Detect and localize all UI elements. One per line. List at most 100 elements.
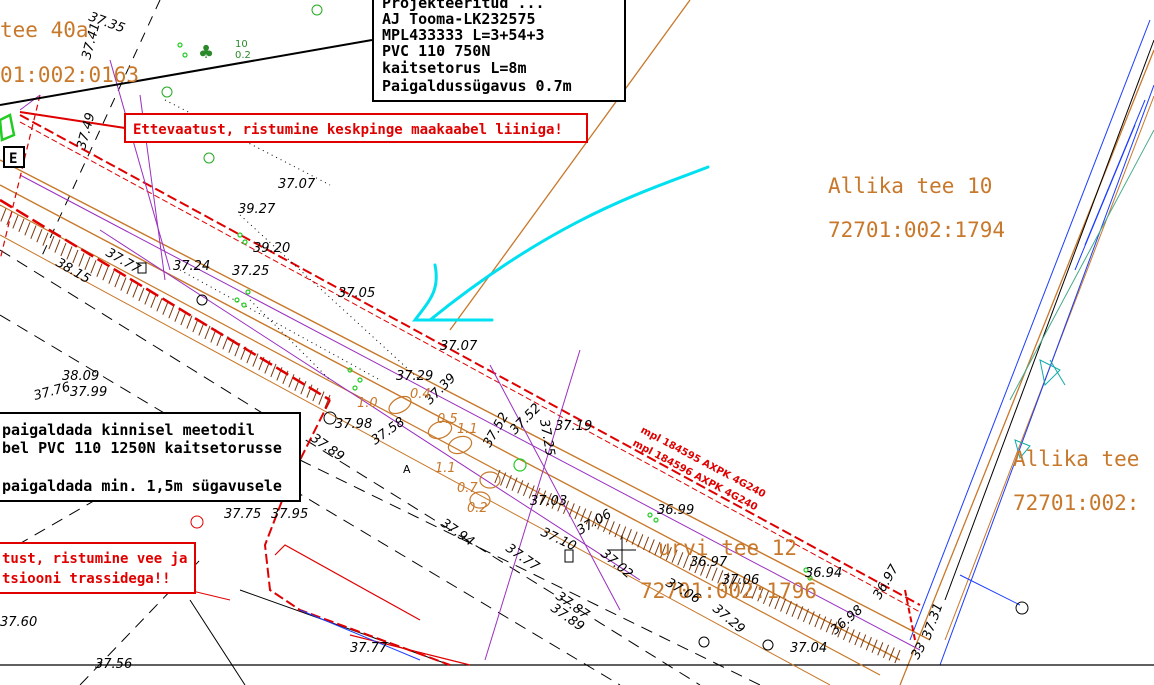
hatch-line	[138, 287, 145, 302]
elevation-label: 37.19	[555, 419, 592, 434]
hatch-line	[740, 580, 747, 594]
elevation-label: 37.75	[224, 507, 261, 522]
hatch-line	[144, 291, 151, 305]
elevation-label: 37.56	[95, 657, 132, 672]
elevation-label: 37.03	[530, 494, 567, 509]
hatch-line	[534, 487, 541, 502]
hatch-line	[517, 480, 524, 494]
callout-top-line: AJ Tooma-LK232575	[382, 10, 536, 28]
hatch-line	[677, 552, 684, 566]
marker-a: A	[403, 463, 411, 476]
hatch-line	[894, 649, 901, 664]
hatch-line	[156, 298, 163, 312]
elevation-label: 37.02	[597, 547, 635, 582]
hatch-line	[820, 616, 827, 630]
hatch-line	[625, 528, 632, 543]
hatch-line	[500, 472, 507, 486]
svg-text:E: E	[9, 151, 17, 167]
hatch-line	[694, 559, 701, 574]
hatch-line	[774, 595, 781, 610]
elevation-label: 37.60	[0, 615, 37, 630]
hatch-line	[126, 280, 133, 295]
hatch-line	[568, 503, 575, 517]
elevation-label: 37.05	[338, 286, 375, 301]
marker-e: E	[3, 146, 25, 168]
hatch-line	[114, 273, 121, 288]
hatch-line	[150, 294, 157, 309]
hatch-line	[877, 642, 884, 656]
hatch-line	[711, 567, 718, 581]
hatch-line	[551, 495, 558, 509]
callout-left: paigaldada kinnisel meetodil bel PVC 110…	[0, 412, 301, 502]
elevation-label: 37.49	[74, 111, 98, 151]
hatch-line	[204, 325, 211, 340]
hatch-line	[288, 374, 295, 388]
hatch-line	[30, 225, 37, 239]
elevation-label: 37.29	[709, 602, 747, 637]
elevation-label: 38.15	[53, 255, 93, 287]
hatch-line	[854, 631, 861, 646]
hatch-slope-left	[0, 205, 331, 409]
elevation-label: 37.89	[308, 431, 347, 465]
hatch-line	[768, 593, 775, 607]
hatch-line	[36, 228, 43, 243]
hatch-line	[102, 266, 109, 281]
parcel-id: 72701:002:1796	[640, 579, 817, 603]
callout-top: Projekteeritud ... AJ Tooma-LK232575 MPL…	[0, 0, 626, 106]
hatch-line	[660, 544, 667, 558]
elevation-label: 37.99	[70, 385, 107, 400]
hatch-line	[120, 277, 127, 291]
hatch-line	[306, 384, 313, 398]
elevation-label: 37.25	[232, 264, 269, 279]
slope-markers	[388, 395, 501, 509]
hatch-line	[780, 598, 787, 612]
hatch-line	[180, 311, 187, 326]
hatch-line	[580, 508, 587, 522]
hatch-line	[186, 315, 193, 329]
hatch-line	[90, 260, 97, 274]
hatch-line	[888, 647, 895, 661]
callout-left-line: paigaldada kinnisel meetodil	[2, 421, 255, 439]
callout-top-line: PVC 110 750N	[382, 42, 490, 60]
callout-left-line: paigaldada min. 1,5m sügavusele	[2, 477, 282, 495]
hatch-line	[174, 308, 181, 322]
elevation-label: 37.94	[438, 516, 477, 550]
elevation-label: 33	[908, 640, 929, 662]
hatch-line	[688, 557, 695, 571]
callout-top-line: Paigaldussügavus 0.7m	[382, 77, 572, 95]
hatch-line	[614, 523, 621, 538]
hatch-line	[882, 644, 890, 659]
hatch-line	[728, 575, 735, 589]
hatch-line	[18, 218, 25, 233]
hatch-line	[648, 539, 655, 553]
elevation-label: 37.25	[536, 418, 557, 457]
elevation-label: 37.58	[369, 415, 408, 449]
hatch-line	[745, 582, 752, 597]
hatch-line	[511, 477, 518, 491]
hatch-line	[300, 380, 307, 395]
hatch-line	[637, 534, 644, 548]
hatch-line	[871, 639, 878, 653]
hatch-line	[540, 490, 547, 504]
elevation-label: 37.06	[575, 507, 615, 539]
hatch-line	[654, 541, 661, 556]
elevation-label: 37.98	[335, 417, 372, 432]
hatch-line	[808, 611, 815, 625]
hatch-slope-right	[494, 469, 901, 664]
map-symbols	[137, 4, 1029, 651]
parcel-name: Allika tee	[1013, 447, 1139, 471]
elevation-label: 37.29	[396, 369, 433, 384]
hatch-line	[762, 590, 770, 605]
elevation-label: 37.10	[538, 525, 578, 554]
hatch-line	[270, 363, 277, 378]
hatch-line	[825, 618, 832, 633]
cable-label: mpl 184595 AXPK 4G240	[639, 425, 768, 500]
parcel-name: Allika tee 10	[828, 174, 992, 198]
hatch-line	[252, 353, 259, 367]
hatch-line	[865, 636, 872, 651]
elevation-label: 39.20	[253, 241, 290, 256]
elevation-label: 37.77	[503, 541, 543, 575]
hatch-line	[312, 387, 319, 402]
hatch-line	[574, 505, 581, 520]
hatch-line	[505, 474, 512, 489]
